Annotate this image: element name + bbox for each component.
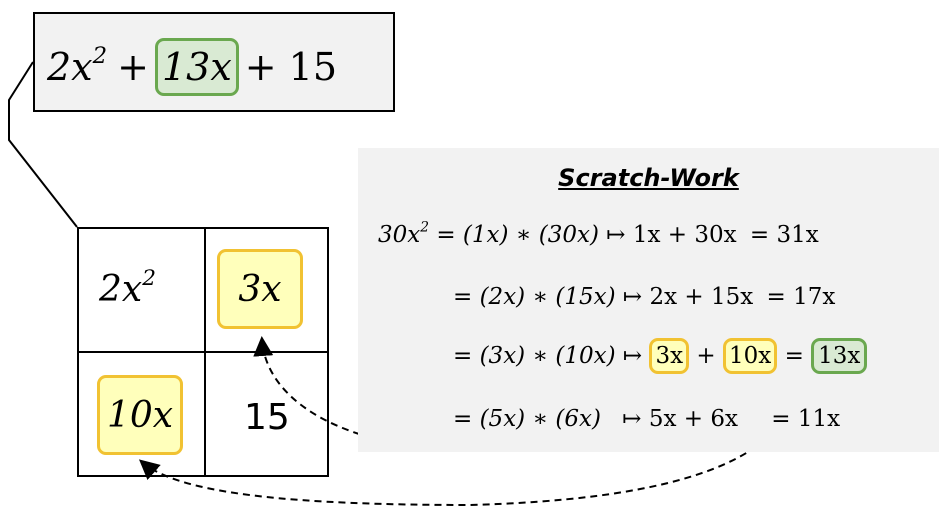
- grid-divider-horizontal: [79, 351, 327, 353]
- expression-term1: 2x2: [47, 42, 108, 89]
- grid-cell-top-left: 2x2: [99, 265, 156, 310]
- factor-grid: 2x2 3x 10x 15: [77, 227, 329, 477]
- scratch-work-panel: Scratch-Work 30x2 = (1x) ∗ (30x) ↦ 1x + …: [358, 148, 939, 452]
- scratch-row-4: = (5x) ∗ (6x) ↦ 5x + 6x = 11x: [453, 406, 841, 432]
- connector-line: [8, 61, 78, 228]
- scratch-work-title: Scratch-Work: [558, 164, 739, 192]
- scratch-row-2: = (2x) ∗ (15x) ↦ 2x + 15x = 17x: [453, 284, 836, 310]
- scratch-result-13x: 13x: [811, 338, 868, 374]
- expression: 2x2 + 13x + 15: [47, 38, 337, 96]
- grid-cell-top-right: 3x: [217, 249, 303, 329]
- grid-cell-bottom-left: 10x: [97, 375, 183, 455]
- scratch-factor-10x: 10x: [723, 338, 778, 374]
- scratch-factor-3x: 3x: [649, 338, 690, 374]
- grid-cell-bottom-right: 15: [244, 397, 290, 438]
- scratch-row-3: = (3x) ∗ (10x) ↦ 3x + 10x = 13x: [453, 338, 868, 374]
- expression-constant: + 15: [244, 45, 338, 89]
- arrow-10x: [138, 377, 801, 507]
- expression-box: 2x2 + 13x + 15: [33, 12, 395, 112]
- scratch-row-1: 30x2 = (1x) ∗ (30x) ↦ 1x + 30x = 31x: [378, 219, 819, 248]
- expression-plus: +: [117, 45, 149, 89]
- expression-middle-term: 13x: [154, 38, 239, 96]
